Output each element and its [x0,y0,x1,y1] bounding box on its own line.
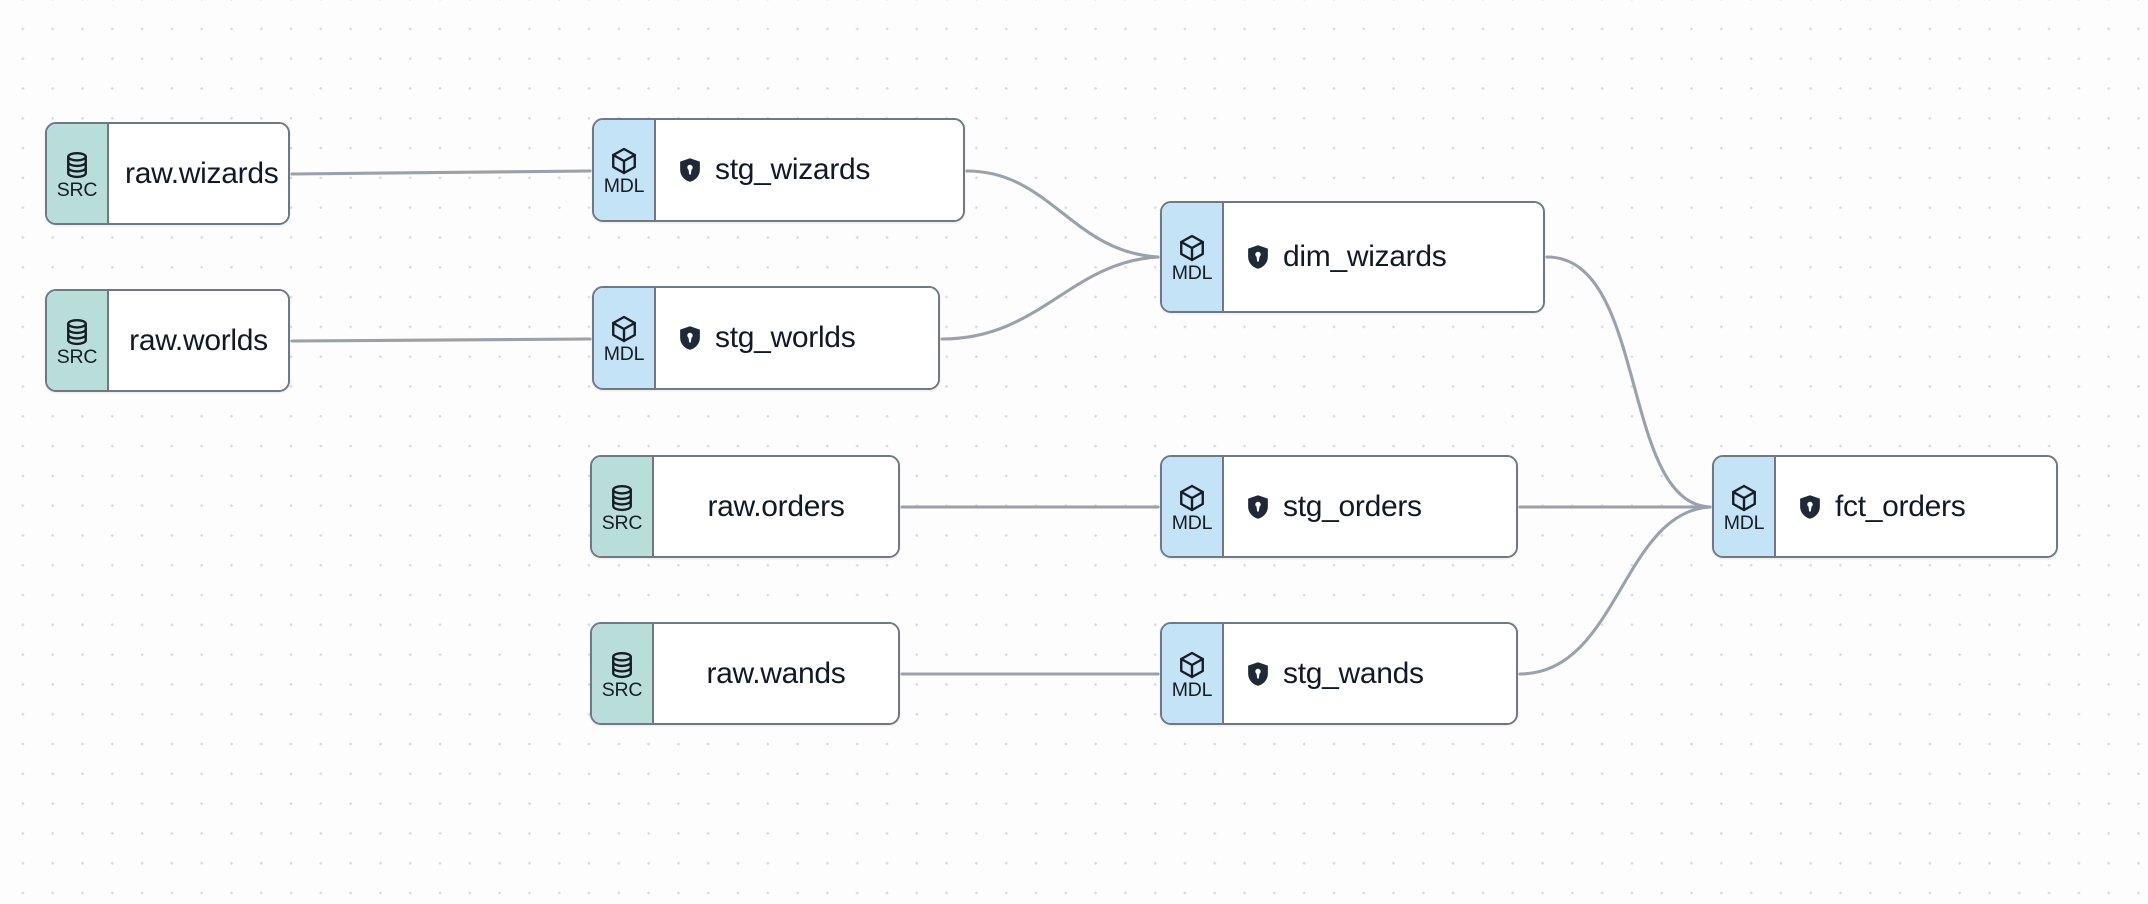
node-body: fct_orders [1776,457,2056,556]
node-body: stg_worlds [656,288,938,388]
node-raw-wands[interactable]: SRC raw.wands [590,622,900,725]
node-raw-worlds[interactable]: SRC raw.worlds [45,289,290,392]
node-badge-mdl: MDL [594,288,656,388]
cube-icon [609,146,639,176]
database-cylinder-icon [62,150,92,180]
node-badge-label: SRC [56,178,98,201]
node-badge-label: SRC [601,678,643,701]
node-label: stg_orders [1283,489,1422,523]
edge-dim-wizards-to-fct-orders [1545,255,1712,509]
node-label: dim_wizards [1283,240,1447,273]
node-dim-wizards[interactable]: MDL dim_wizards [1160,201,1545,313]
shield-lock-icon [1798,494,1822,520]
node-label: stg_worlds [715,321,856,354]
edge-raw-wizards-to-stg-wizards [290,169,592,176]
node-body: stg_wands [1224,624,1516,723]
node-badge-label: SRC [56,345,98,368]
node-label: raw.wizards [125,156,279,190]
node-badge-mdl: MDL [1714,457,1776,556]
node-stg-worlds[interactable]: MDL stg_worlds [592,286,940,390]
node-label: stg_wands [1283,656,1424,690]
database-cylinder-icon [62,317,92,347]
node-stg-orders[interactable]: MDL stg_orders [1160,455,1518,558]
shield-lock-icon [1246,244,1270,270]
edge-raw-worlds-to-stg-worlds [290,337,592,343]
edge-stg-wizards-to-dim-wizards [965,169,1160,259]
node-body: raw.orders [654,457,898,556]
node-badge-mdl: MDL [1162,457,1224,556]
node-raw-wizards[interactable]: SRC raw.wizards [45,122,290,225]
edge-stg-worlds-to-dim-wizards [940,255,1160,341]
node-badge-label: MDL [1723,511,1765,534]
node-label: raw.orders [707,489,845,523]
node-body: raw.worlds [109,291,288,390]
node-label: fct_orders [1835,489,1966,523]
shield-lock-icon [678,325,702,351]
database-cylinder-icon [607,650,637,680]
database-cylinder-icon [607,483,637,513]
node-badge-label: MDL [1171,262,1213,285]
node-fct-orders[interactable]: MDL fct_orders [1712,455,2058,558]
node-stg-wands[interactable]: MDL stg_wands [1160,622,1518,725]
node-body: stg_wizards [656,120,963,220]
node-badge-src: SRC [592,457,654,556]
node-label: stg_wizards [715,153,871,186]
node-badge-mdl: MDL [1162,203,1224,311]
node-raw-orders[interactable]: SRC raw.orders [590,455,900,558]
node-badge-mdl: MDL [594,120,656,220]
node-body: raw.wizards [109,124,288,223]
node-badge-label: MDL [603,175,645,198]
shield-lock-icon [1246,494,1270,520]
node-body: dim_wizards [1224,203,1543,311]
shield-lock-icon [678,157,702,183]
node-label: raw.wands [706,656,846,690]
cube-icon [1177,233,1207,263]
cube-icon [1729,483,1759,513]
node-badge-label: SRC [601,511,643,534]
node-badge-label: MDL [603,343,645,366]
node-badge-src: SRC [592,624,654,723]
edge-stg-wands-to-fct-orders [1518,505,1712,676]
node-badge-mdl: MDL [1162,624,1224,723]
node-body: stg_orders [1224,457,1516,556]
shield-lock-icon [1246,661,1270,687]
node-badge-label: MDL [1171,678,1213,701]
cube-icon [1177,483,1207,513]
node-body: raw.wands [654,624,898,723]
node-stg-wizards[interactable]: MDL stg_wizards [592,118,965,222]
node-badge-label: MDL [1171,511,1213,534]
node-badge-src: SRC [47,124,109,223]
cube-icon [1177,650,1207,680]
node-badge-src: SRC [47,291,109,390]
cube-icon [609,314,639,344]
node-label: raw.worlds [129,323,268,357]
